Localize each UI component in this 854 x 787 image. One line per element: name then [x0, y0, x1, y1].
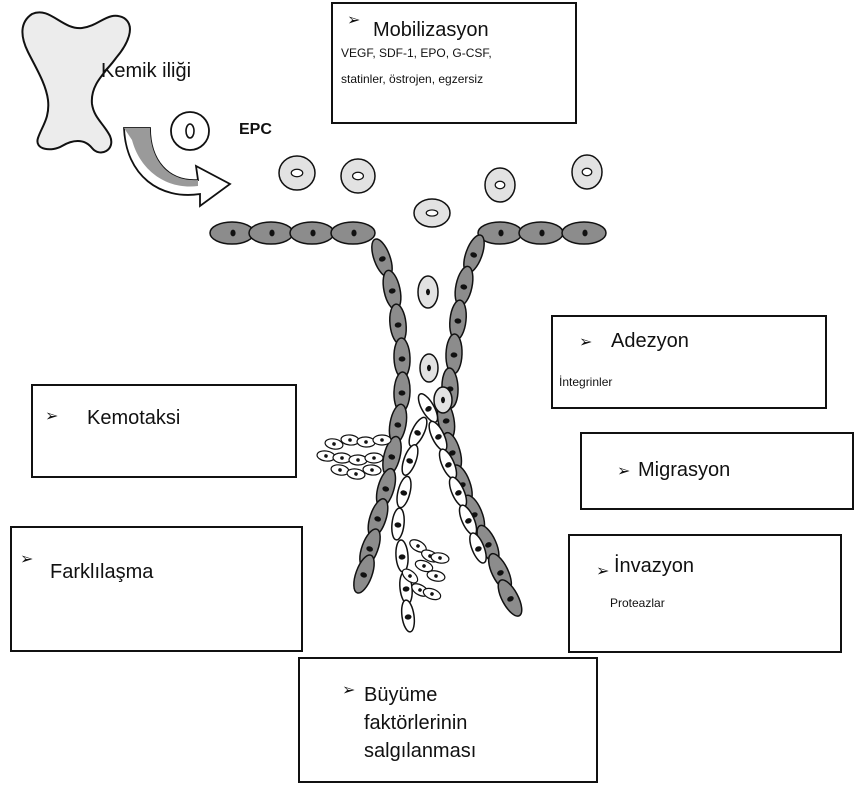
sprout-cell [390, 507, 405, 540]
endothelial-cell [380, 269, 404, 311]
adhesion-box: ➢ Adezyon İntegrinler [551, 315, 827, 409]
endothelial-cell [210, 222, 254, 244]
adhesion-detail: İntegrinler [559, 373, 612, 391]
migration-title: Migrasyon [638, 458, 730, 482]
differentiation-title: Farklılaşma [50, 560, 153, 584]
endothelial-cell [350, 552, 379, 595]
chemotaxis-box: ➢ Kemotaksi [31, 384, 297, 478]
differentiating-cell [316, 450, 335, 462]
invasion-detail: Proteazlar [610, 594, 665, 612]
endothelial-cell [290, 222, 334, 244]
migration-box: ➢ Migrasyon [580, 432, 854, 510]
endothelial-cell [388, 303, 408, 344]
bone-marrow-label: Kemik iliği [101, 60, 191, 83]
growth-factor-box: ➢ Büyüme faktörlerinin salgılanması [298, 657, 598, 783]
differentiating-cell [349, 455, 367, 466]
endothelial-cell [562, 222, 606, 244]
bullet-icon: ➢ [342, 683, 355, 699]
endothelial-cell [448, 299, 468, 340]
growth-factor-line3: salgılanması [364, 739, 476, 763]
growth-factor-line1: Büyüme [364, 683, 437, 707]
epc-cell [418, 276, 438, 308]
endothelial-cell [519, 222, 563, 244]
bullet-icon: ➢ [579, 335, 592, 351]
chemotaxis-title: Kemotaksi [87, 406, 180, 430]
epc-cell [485, 168, 515, 202]
sprout-cell [394, 475, 413, 509]
epc-cell [420, 354, 438, 382]
mobilization-factors-line2: statinler, östrojen, egzersiz [341, 70, 483, 88]
bullet-icon: ➢ [596, 564, 609, 580]
mobilization-title: Mobilizasyon [373, 18, 489, 42]
epc-cell [341, 159, 375, 193]
mobilization-box: ➢ Mobilizasyon VEGF, SDF-1, EPO, G-CSF, … [331, 2, 577, 124]
bullet-icon: ➢ [347, 13, 360, 29]
bullet-icon: ➢ [45, 409, 58, 425]
sprout-cell [395, 540, 409, 573]
differentiating-cell [373, 435, 391, 445]
bullet-icon: ➢ [20, 552, 33, 568]
differentiating-cell [426, 569, 446, 583]
differentiation-box: ➢ Farklılaşma [10, 526, 303, 652]
adhesion-title: Adezyon [611, 329, 689, 353]
epc-cell-source [171, 112, 209, 150]
mobilization-factors-line1: VEGF, SDF-1, EPO, G-CSF, [341, 44, 492, 62]
epc-label: EPC [239, 121, 272, 139]
endothelial-cell [452, 265, 476, 307]
sprout-cell [399, 443, 421, 477]
epc-cell [572, 155, 602, 189]
sprout-cell [400, 599, 416, 632]
differentiating-cell [333, 452, 352, 463]
endothelial-cell [249, 222, 293, 244]
invasion-title: İnvazyon [614, 554, 694, 578]
differentiating-cell [357, 436, 376, 447]
differentiating-cell [365, 453, 383, 463]
epc-cell [414, 199, 450, 227]
bullet-icon: ➢ [617, 464, 630, 480]
sprout-cell [406, 415, 431, 449]
invasion-box: ➢ İnvazyon Proteazlar [568, 534, 842, 653]
epc-cell [434, 387, 452, 413]
endothelial-cell [331, 222, 375, 244]
growth-factor-line2: faktörlerinin [364, 711, 467, 735]
epc-cell [279, 156, 315, 190]
